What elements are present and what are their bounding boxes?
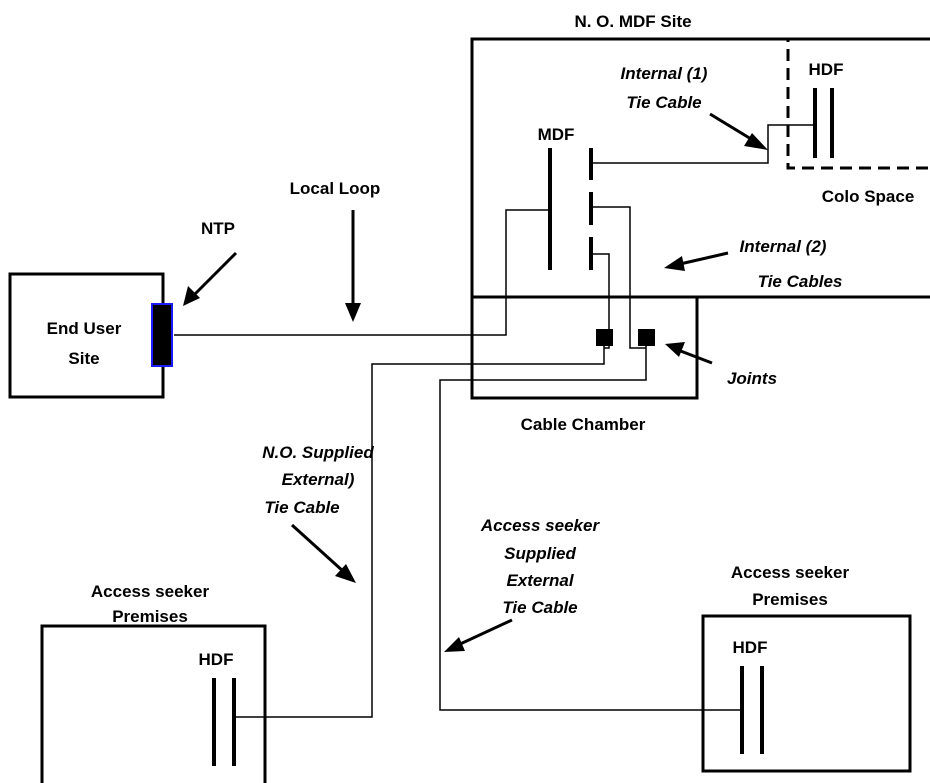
local-loop-cable bbox=[174, 209, 550, 336]
cable-chamber-box bbox=[470, 295, 699, 400]
no-supplied-label-line3: Tie Cable bbox=[264, 498, 339, 517]
internal1-label-line2: Tie Cable bbox=[626, 93, 701, 112]
colo-space-outline bbox=[786, 37, 930, 170]
local-loop-label: Local Loop bbox=[290, 179, 381, 198]
access-supplied-label-line4: Tie Cable bbox=[502, 598, 577, 617]
access-supplied-label-line3: External bbox=[506, 571, 574, 590]
premises-left-label-line2: Premises bbox=[112, 607, 188, 626]
ntp-label: NTP bbox=[201, 219, 235, 238]
internal2-tie-cable-right bbox=[591, 206, 646, 349]
colo-space-label: Colo Space bbox=[822, 187, 915, 206]
premises-right-label-line2: Premises bbox=[752, 590, 828, 609]
premises-right-label-line1: Access seeker bbox=[731, 563, 850, 582]
mdf-label: MDF bbox=[538, 125, 575, 144]
joints-arrow bbox=[665, 342, 713, 365]
internal1-tie-cable bbox=[591, 124, 815, 164]
cable-chamber-label: Cable Chamber bbox=[521, 415, 646, 434]
joint-2 bbox=[638, 329, 655, 346]
mdf-site: N. O. MDF Site bbox=[470, 12, 930, 299]
internal2-arrow bbox=[664, 251, 729, 271]
internal2-label-line2: Tie Cables bbox=[758, 272, 843, 291]
no-supplied-label-line2: External) bbox=[282, 470, 355, 489]
internal1-label-line1: Internal (1) bbox=[621, 64, 708, 83]
end-user-label-line1: End User bbox=[47, 319, 122, 338]
internal2-tie-cable-mid bbox=[591, 253, 610, 349]
internal2-label-line1: Internal (2) bbox=[740, 237, 827, 256]
no-supplied-tie-cable bbox=[236, 346, 605, 718]
ntp-block bbox=[151, 303, 173, 367]
local-loop-arrow bbox=[345, 210, 361, 322]
premises-left-box bbox=[40, 624, 267, 783]
internal1-arrow bbox=[709, 112, 768, 150]
colo-hdf-label: HDF bbox=[809, 60, 844, 79]
access-seeker-tie-cable bbox=[439, 346, 740, 711]
no-supplied-arrow bbox=[290, 523, 356, 583]
access-supplied-label-line1: Access seeker bbox=[480, 516, 601, 535]
colo-space: HDF Colo Space bbox=[786, 37, 930, 206]
access-supplied-label-line2: Supplied bbox=[504, 544, 576, 563]
joint-1 bbox=[596, 329, 613, 346]
ntp-arrow bbox=[183, 251, 238, 306]
mdf-site-title: N. O. MDF Site bbox=[574, 12, 691, 31]
end-user-label-line2: Site bbox=[68, 349, 99, 368]
no-supplied-label-line1: N.O. Supplied bbox=[262, 443, 374, 462]
premises-left-label-line1: Access seeker bbox=[91, 582, 210, 601]
hdf-left-label: HDF bbox=[199, 650, 234, 669]
joints-label: Joints bbox=[727, 369, 777, 388]
hdf-right-label: HDF bbox=[733, 638, 768, 657]
mdf-site-outline bbox=[470, 37, 930, 299]
access-supplied-arrow bbox=[444, 618, 513, 652]
premises-right-box bbox=[701, 614, 912, 773]
